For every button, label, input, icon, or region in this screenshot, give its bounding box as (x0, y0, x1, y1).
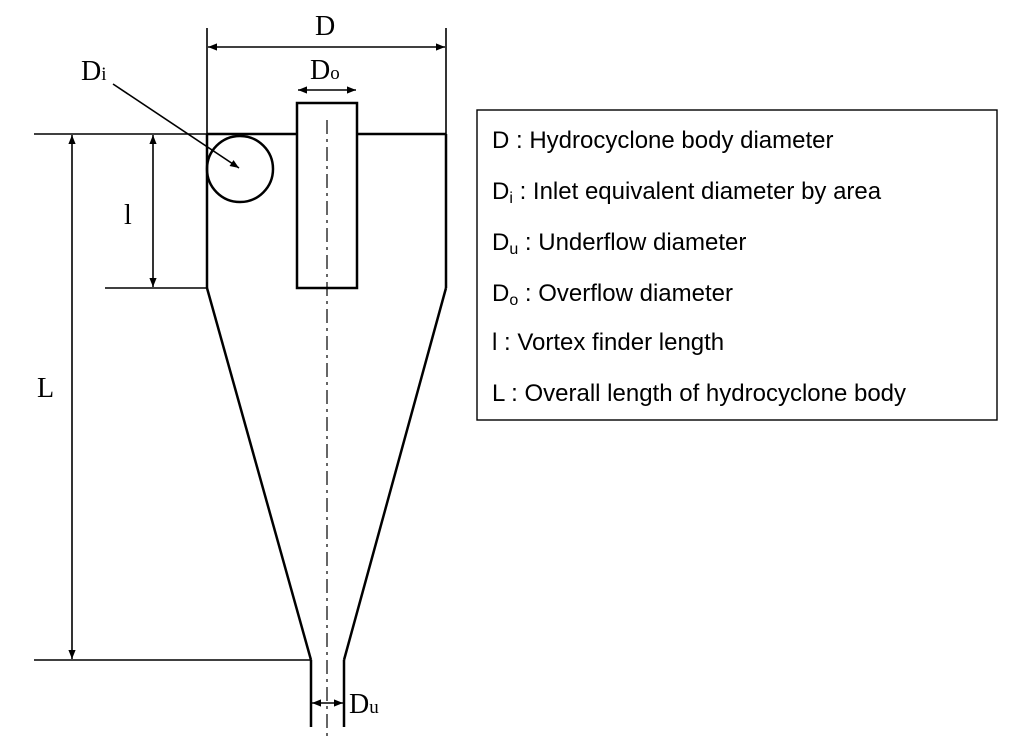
hydrocyclone-body (205, 101, 448, 727)
legend: D : Hydrocyclone body diameter Di : Inle… (476, 109, 998, 421)
label-Di: Di (81, 56, 107, 87)
inlet-circle (205, 134, 275, 204)
label-L: L (37, 373, 54, 404)
extension-lines (34, 28, 447, 661)
label-l: l (124, 200, 132, 231)
legend-box (476, 109, 998, 421)
cone-left-wall (205, 287, 313, 661)
leader-arrow-Di (112, 83, 240, 169)
cone-right-wall (342, 287, 448, 661)
legend-item-Du: Du : Underflow diameter (492, 229, 746, 258)
label-Do: Do (310, 55, 340, 86)
dimension-arrows (68, 43, 445, 707)
legend-item-D: D : Hydrocyclone body diameter (492, 127, 834, 154)
legend-item-l: l : Vortex finder length (492, 329, 724, 356)
legend-item-L: L : Overall length of hydrocyclone body (492, 380, 906, 407)
label-Du: Du (349, 689, 379, 720)
legend-item-Di: Di : Inlet equivalent diameter by area (492, 178, 882, 207)
label-D: D (315, 11, 335, 42)
legend-item-Do: Do : Overflow diameter (492, 280, 733, 309)
